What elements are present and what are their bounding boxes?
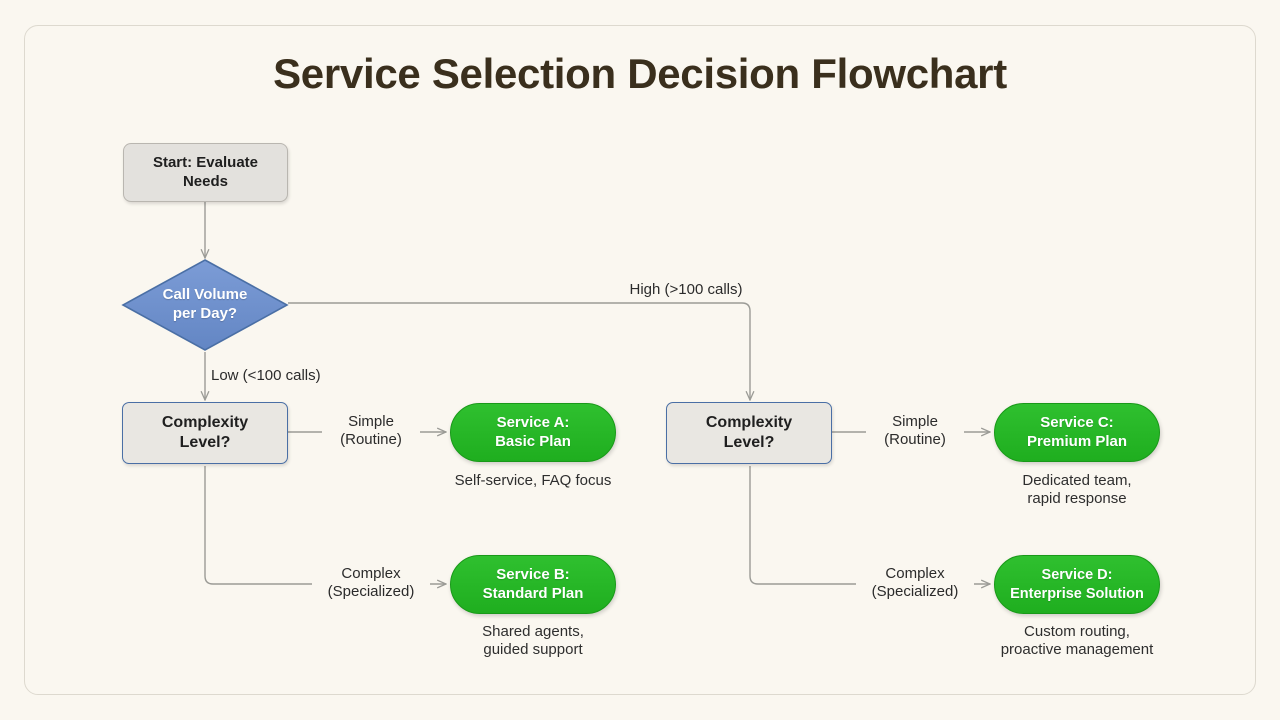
node-complexity-left-line1: Complexity: [161, 414, 249, 431]
caption-service-b-line1: Shared agents,: [482, 623, 584, 640]
node-call-volume-line1: Call Volume: [162, 286, 248, 304]
caption-service-c-line2: rapid response: [1027, 490, 1127, 508]
node-service-b-line2: Standard Plan: [482, 584, 584, 602]
node-service-d[interactable]: Service D: Enterprise Solution: [994, 555, 1160, 614]
edge-label-left-simple-line2: (Routine): [340, 431, 402, 449]
node-service-a-line1: Service A:: [496, 413, 570, 431]
node-complexity-left[interactable]: Complexity Level?: [122, 402, 288, 464]
edge-label-left-complex: Complex (Specialized): [312, 565, 430, 602]
caption-service-a: Self-service, FAQ focus: [454, 472, 612, 489]
edge-label-right-simple-line2: (Routine): [884, 431, 946, 449]
node-call-volume-line2: per Day?: [172, 305, 238, 322]
node-service-d-line2: Enterprise Solution: [1010, 585, 1144, 602]
edge-label-right-simple-line1: Simple: [892, 413, 938, 430]
edge-label-left-complex-line1: Complex: [341, 565, 401, 582]
edge-label-low-volume: Low (<100 calls): [208, 367, 344, 386]
caption-service-c: Dedicated team, rapid response: [964, 472, 1190, 509]
node-complexity-left-line2: Level?: [179, 434, 231, 451]
node-start[interactable]: Start: Evaluate Needs: [123, 143, 288, 202]
page-title: Service Selection Decision Flowchart: [273, 50, 1007, 97]
node-service-c-line1: Service C:: [1040, 413, 1114, 431]
node-service-a-line2: Basic Plan: [495, 432, 571, 450]
node-complexity-right-line2: Level?: [723, 434, 775, 451]
node-complexity-right-line1: Complexity: [705, 414, 793, 431]
caption-service-d-line1: Custom routing,: [1024, 623, 1130, 640]
edge-label-right-simple: Simple (Routine): [866, 413, 964, 450]
caption-service-c-line1: Dedicated team,: [1022, 472, 1132, 489]
edge-label-left-simple-line1: Simple: [348, 413, 394, 430]
edge-label-left-complex-line2: (Specialized): [327, 583, 415, 601]
node-call-volume-decision[interactable]: Call Volume per Day?: [121, 258, 289, 352]
node-service-a[interactable]: Service A: Basic Plan: [450, 403, 616, 462]
caption-service-d: Custom routing, proactive management: [954, 623, 1200, 660]
caption-service-d-line2: proactive management: [1000, 641, 1154, 659]
diamond-shape: [121, 259, 289, 351]
caption-service-b: Shared agents, guided support: [420, 623, 646, 660]
node-call-volume-label: Call Volume per Day?: [121, 258, 289, 352]
node-start-line2: Needs: [182, 172, 228, 190]
node-complexity-right[interactable]: Complexity Level?: [666, 402, 832, 464]
edge-label-right-complex: Complex (Specialized): [856, 565, 974, 602]
edge-label-right-complex-line2: (Specialized): [871, 583, 959, 601]
edge-label-right-complex-line1: Complex: [885, 565, 945, 582]
node-service-c-line2: Premium Plan: [1026, 432, 1128, 450]
edge-label-high-volume: High (>100 calls): [618, 281, 754, 300]
node-service-d-line1: Service D:: [1041, 567, 1113, 584]
node-start-line1: Start: Evaluate: [152, 153, 259, 171]
page-frame-border: [24, 25, 1256, 695]
node-service-c[interactable]: Service C: Premium Plan: [994, 403, 1160, 462]
caption-service-b-line2: guided support: [483, 641, 583, 659]
edge-label-left-simple: Simple (Routine): [322, 413, 420, 450]
node-service-b[interactable]: Service B: Standard Plan: [450, 555, 616, 614]
node-service-b-line1: Service B:: [496, 565, 570, 583]
